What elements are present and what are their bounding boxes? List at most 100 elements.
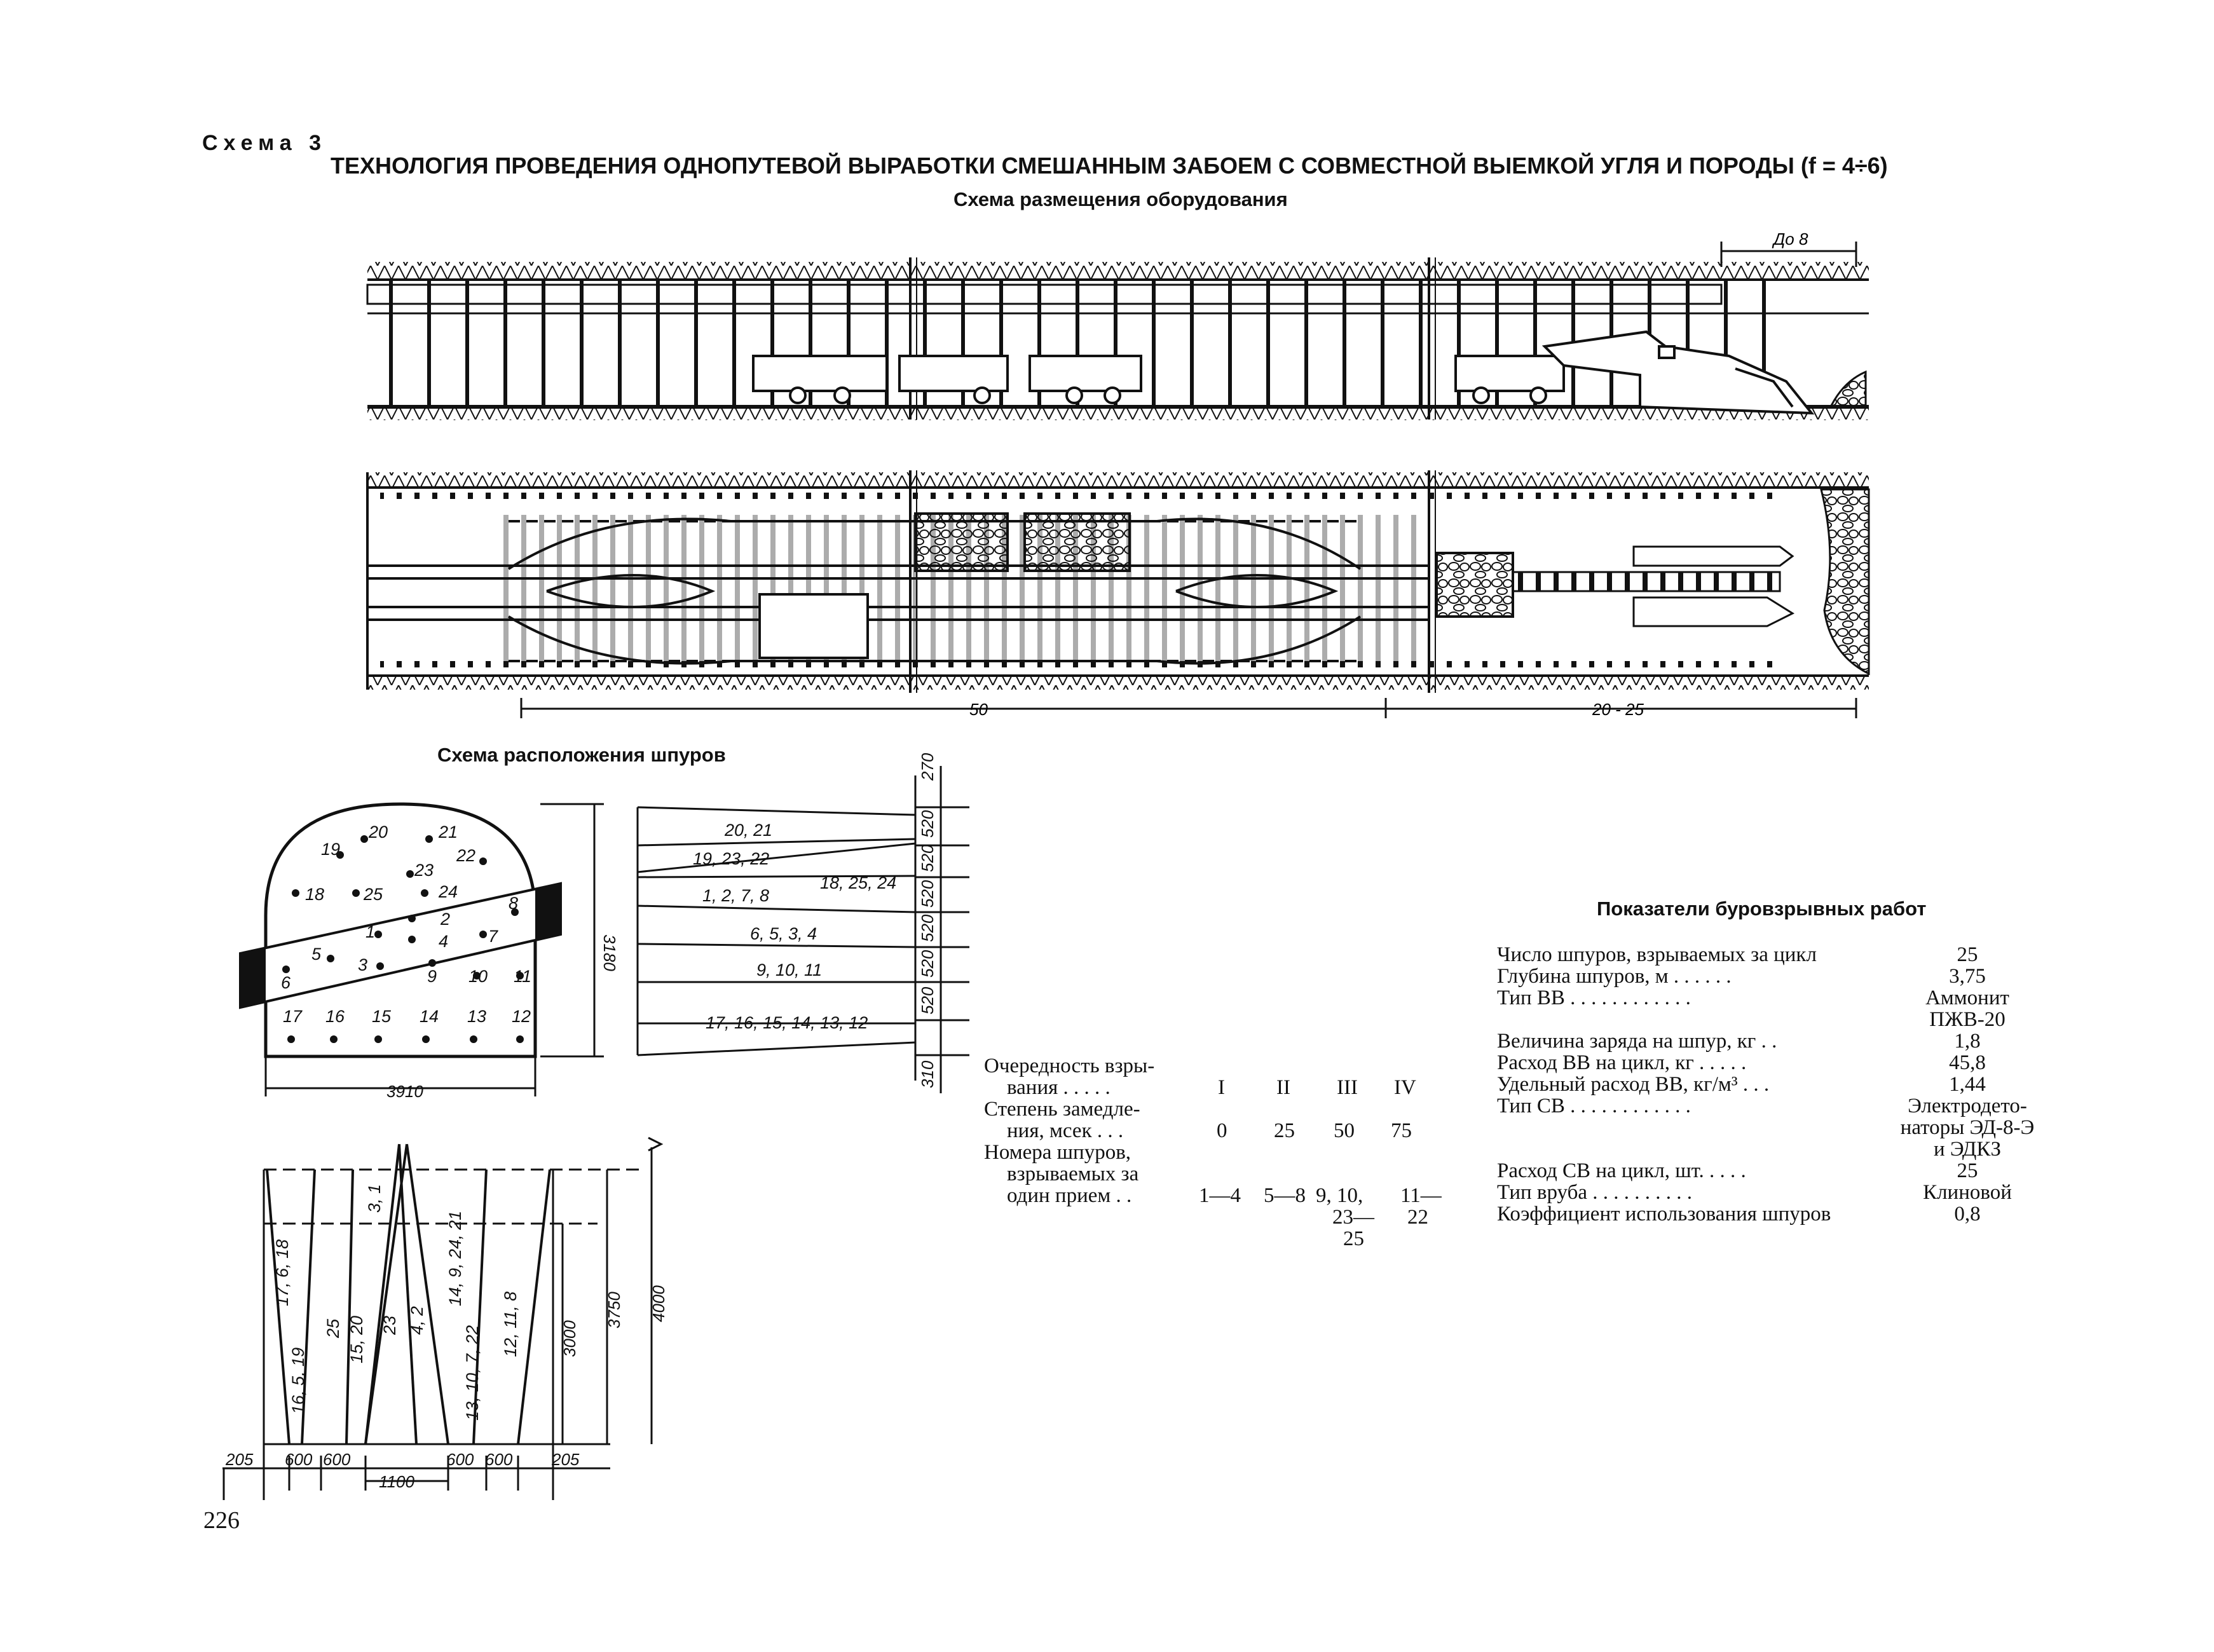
hole-label: 2 bbox=[440, 910, 450, 929]
indicator-label: Удельный расход ВВ, кг/м³ . . . bbox=[1497, 1073, 1770, 1096]
indicator-value: Клиновой bbox=[1923, 1181, 2012, 1204]
long-label: 23 bbox=[380, 1316, 399, 1335]
sequence-label: вания . . . . . bbox=[1007, 1076, 1110, 1099]
side-view: До 8 bbox=[366, 229, 1869, 420]
long-section-dims: 3000 3750 4000 205 600 600 1100 600 600 … bbox=[225, 1285, 668, 1491]
indicator-label: Глубина шпуров, м . . . . . . bbox=[1497, 965, 1732, 988]
indicator-label: Тип вруба . . . . . . . . . . bbox=[1497, 1181, 1693, 1204]
tunneling-machine bbox=[1541, 330, 1815, 415]
scheme-number: Схема 3 bbox=[202, 131, 327, 155]
long-label: 17, 6, 18 bbox=[273, 1239, 292, 1306]
hole-label: 6 bbox=[281, 973, 291, 992]
row-dim: 520 bbox=[918, 950, 937, 978]
indicator-label: Число шпуров, взрываемых за цикл bbox=[1497, 943, 1817, 966]
mine-cars bbox=[752, 355, 1565, 404]
bottom-dim: 600 bbox=[446, 1450, 474, 1469]
hole-label: 22 bbox=[456, 846, 475, 865]
loaded-car bbox=[914, 512, 1009, 572]
sequence-cell: III bbox=[1337, 1076, 1358, 1099]
page-title: ТЕХНОЛОГИЯ ПРОВЕДЕНИЯ ОДНОПУТЕВОЙ ВЫРАБО… bbox=[331, 153, 1888, 179]
row-dim: 270 bbox=[918, 753, 937, 781]
long-section-labels: 17, 6, 18 16, 5, 19 25 15, 20 23 3, 1 4,… bbox=[273, 1184, 520, 1421]
sequence-label: один прием . . bbox=[1007, 1184, 1132, 1207]
sequence-label: ния, мсек . . . bbox=[1007, 1119, 1124, 1142]
dim-3750: 3750 bbox=[605, 1292, 624, 1328]
sequence-cell: I bbox=[1218, 1076, 1225, 1099]
row-dim: 520 bbox=[918, 914, 937, 942]
face-cross-section bbox=[239, 802, 604, 1096]
dim-4000: 4000 bbox=[649, 1285, 668, 1322]
row-dim: 520 bbox=[918, 880, 937, 908]
long-label: 13, 10, 7, 22 bbox=[463, 1325, 482, 1421]
hole-labels: 20 21 19 22 23 18 25 24 8 2 1 7 5 4 3 6 … bbox=[281, 823, 619, 1101]
sequence-label: взрываемых за bbox=[1007, 1163, 1139, 1185]
hole-label: 23 bbox=[414, 861, 434, 880]
indicator-label: Величина заряда на шпур, кг . . bbox=[1497, 1030, 1777, 1053]
hole-label: 4 bbox=[439, 932, 448, 951]
indicator-value: 3,75 bbox=[1949, 965, 1986, 988]
bottom-dim: 205 bbox=[225, 1450, 254, 1469]
indicator-value: 25 bbox=[1957, 1159, 1978, 1182]
row-label: 20, 21 bbox=[724, 821, 772, 840]
indicator-value: 25 bbox=[1957, 943, 1978, 966]
dim-section-width: 3910 bbox=[386, 1082, 423, 1101]
sequence-cell: 11— bbox=[1400, 1184, 1442, 1207]
indicator-value: ПЖВ-20 bbox=[1929, 1008, 2006, 1031]
row-label: 6, 5, 3, 4 bbox=[750, 924, 817, 943]
hole-label: 10 bbox=[468, 967, 488, 986]
row-label: 17, 16, 15, 14, 13, 12 bbox=[706, 1013, 868, 1032]
long-label: 25 bbox=[324, 1318, 343, 1339]
indicator-value: 45,8 bbox=[1949, 1051, 1986, 1074]
sequence-cell: IV bbox=[1394, 1076, 1416, 1099]
row-label: 9, 10, 11 bbox=[756, 960, 822, 980]
hole-label: 8 bbox=[509, 894, 518, 913]
blasting-sequence-table: Очередность взры- вания . . . . . I II I… bbox=[984, 1055, 1442, 1271]
sequence-cell: 22 bbox=[1407, 1206, 1428, 1229]
indicator-value: 0,8 bbox=[1954, 1203, 1981, 1225]
sequence-cell: 9, 10, bbox=[1316, 1184, 1363, 1207]
row-dimensions: 270 520 520 520 520 520 520 310 bbox=[918, 753, 937, 1088]
indicator-value: Электродето- bbox=[1908, 1095, 2027, 1117]
indicator-value: наторы ЭД-8-Э bbox=[1900, 1116, 2035, 1139]
hole-label: 5 bbox=[311, 945, 322, 964]
hole-label: 20 bbox=[368, 823, 388, 842]
sequence-label: Степень замедле- bbox=[984, 1098, 1140, 1121]
dim-50: 50 bbox=[969, 700, 988, 719]
hole-label: 15 bbox=[372, 1007, 392, 1026]
bottom-dim: 1100 bbox=[379, 1472, 414, 1491]
row-labels: 20, 21 19, 23, 22 18, 25, 24 1, 2, 7, 8 … bbox=[693, 821, 896, 1032]
indicator-value: 1,44 bbox=[1949, 1073, 1986, 1096]
hole-label: 7 bbox=[488, 927, 498, 946]
bottom-dim: 600 bbox=[285, 1450, 313, 1469]
empty-car bbox=[758, 593, 869, 659]
plan-view: 50 20 - 25 bbox=[366, 470, 1870, 719]
hole-label: 13 bbox=[467, 1007, 486, 1026]
dim-20-25: 20 - 25 bbox=[1592, 700, 1644, 719]
hole-label: 25 bbox=[363, 885, 383, 904]
hole-label: 19 bbox=[321, 840, 340, 859]
sequence-cell: 25 bbox=[1274, 1119, 1295, 1142]
hole-label: 21 bbox=[438, 823, 458, 842]
indicator-label: Расход ВВ на цикл, кг . . . . . bbox=[1497, 1051, 1747, 1074]
indicator-value: Аммонит bbox=[1925, 986, 2009, 1009]
long-label: 14, 9, 24, 21 bbox=[446, 1211, 465, 1306]
hole-label: 17 bbox=[283, 1007, 303, 1026]
hole-label: 24 bbox=[438, 882, 458, 901]
hole-rows-diagram bbox=[636, 766, 969, 1093]
bottom-dim: 600 bbox=[323, 1450, 351, 1469]
long-label: 16, 5, 19 bbox=[289, 1348, 308, 1414]
row-dim: 520 bbox=[918, 844, 937, 872]
loaded-car bbox=[1023, 512, 1131, 572]
hole-label: 12 bbox=[512, 1007, 531, 1026]
dim-face-distance: До 8 bbox=[1772, 229, 1808, 249]
sequence-cell: II bbox=[1276, 1076, 1290, 1099]
hole-label: 16 bbox=[325, 1007, 345, 1026]
indicator-label: Тип СВ . . . . . . . . . . . . bbox=[1497, 1095, 1691, 1117]
indicator-label: Коэффициент использования шпуров bbox=[1497, 1203, 1831, 1225]
bottom-dim: 600 bbox=[485, 1450, 513, 1469]
hole-label: 14 bbox=[420, 1007, 439, 1026]
equipment-layout-title: Схема размещения оборудования bbox=[953, 188, 1288, 210]
conveyor bbox=[1512, 571, 1781, 592]
sequence-cell: 1—4 bbox=[1199, 1184, 1241, 1207]
